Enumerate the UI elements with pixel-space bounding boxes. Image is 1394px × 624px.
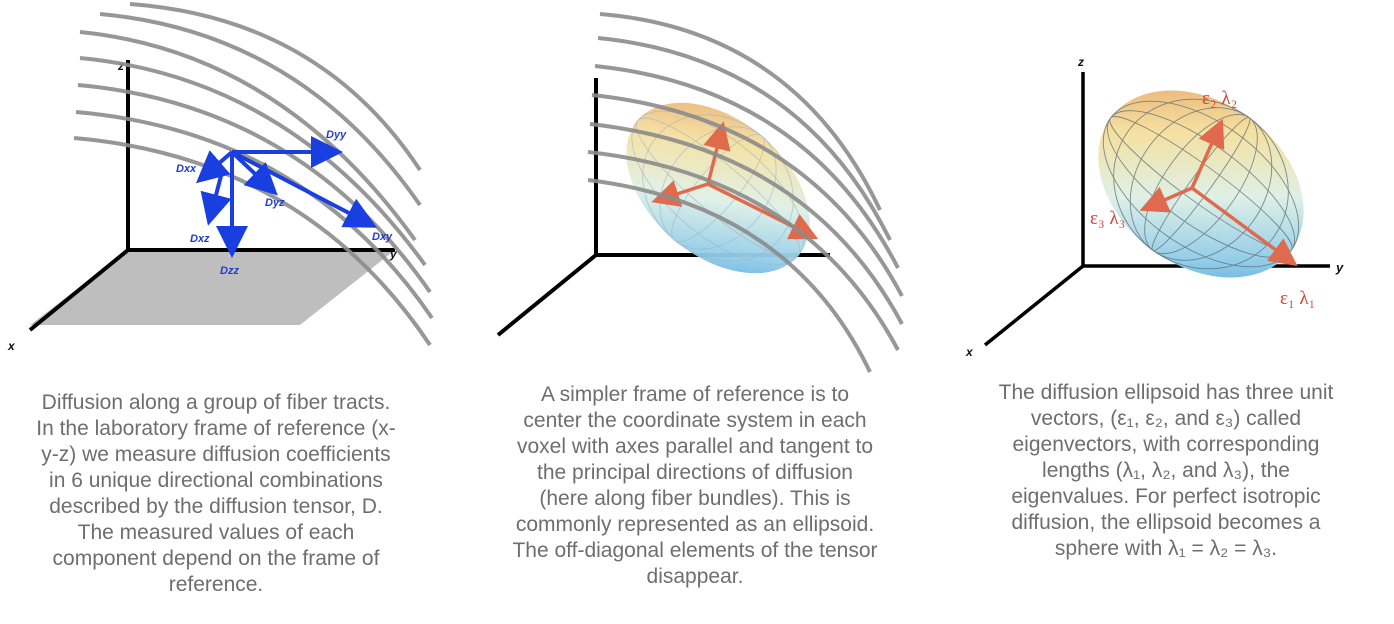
dxy-label: Dxy <box>372 231 393 243</box>
caption-line: component depend on the frame of <box>52 547 380 570</box>
eigen-ellipsoid-diagram: z y x ε₂ λ₂ ε₃ λ₃ ε₁ λ₁ <box>965 55 1344 359</box>
dxz-label: Dxz <box>190 233 210 245</box>
caption-line: center the coordinate system in each <box>523 409 867 432</box>
caption-line: A simpler frame of reference is to <box>540 383 850 406</box>
eigenvector-3-label: ε₃ λ₃ <box>1090 208 1125 229</box>
x-axis-label: x <box>965 345 974 359</box>
caption-line: sphere with λ₁ = λ₂ = λ₃. <box>1054 537 1278 560</box>
lab-frame-diagram: z y x <box>7 2 434 353</box>
eigenvector-2-arrow <box>1190 118 1225 189</box>
dxz-arrow <box>200 171 232 226</box>
caption-line: in 6 unique directional combinations <box>49 469 383 492</box>
eigen-caption: The diffusion ellipsoid has three unit v… <box>950 380 1382 562</box>
eigenvector-1-label: ε₁ λ₁ <box>1280 288 1315 309</box>
caption-line: voxel with axes parallel and tangent to <box>516 435 874 458</box>
panel-lab-frame: z y x <box>0 0 440 624</box>
caption-line: The diffusion ellipsoid has three unit <box>998 381 1334 404</box>
y-axis-label: y <box>389 247 398 261</box>
panel-eigen-ellipsoid: z y x ε₂ λ₂ ε₃ λ₃ ε₁ λ₁ The diff <box>950 0 1394 624</box>
caption-line: The measured values of each <box>77 521 355 544</box>
fiber-bundle <box>587 12 904 373</box>
dzz-label: Dzz <box>220 265 239 277</box>
panel-fiber-frame: A simpler frame of reference is to cente… <box>460 0 920 624</box>
dxx-arrow <box>195 150 234 184</box>
caption-line: lengths (λ₁, λ₂, and λ₃), the <box>1042 459 1290 482</box>
caption-line: the principal directions of diffusion <box>537 461 853 484</box>
dyz-label: Dyz <box>265 197 285 209</box>
caption-line: eigenvectors, with corresponding <box>1012 433 1320 456</box>
dyy-label: Dyy <box>326 129 347 141</box>
eigenvector-2-label: ε₂ λ₂ <box>1202 88 1237 109</box>
diffusion-ellipsoid <box>1098 90 1304 278</box>
eigenvector-arrows <box>1139 118 1298 267</box>
y-axis-label: y <box>1335 260 1344 275</box>
x-axis <box>28 248 130 332</box>
caption-line: disappear. <box>646 565 744 588</box>
fiber-bundle <box>73 2 434 347</box>
z-axis-label: z <box>1077 55 1084 69</box>
lab-frame-caption: Diffusion along a group of fiber tracts.… <box>0 390 432 598</box>
caption-line: In the laboratory frame of reference (x- <box>36 417 396 440</box>
eigenvector-3-arrow <box>1139 186 1193 213</box>
caption-line: Diffusion along a group of fiber tracts. <box>41 391 391 414</box>
caption-line: vectors, (ε₁, ε₂, and ε₃) called <box>1030 407 1302 430</box>
caption-line: described by the diffusion tensor, D. <box>49 495 383 518</box>
dxx-label: Dxx <box>176 163 197 175</box>
caption-line: y-z) we measure diffusion coefficients <box>41 443 391 466</box>
caption-line: commonly represented as an ellipsoid. <box>515 513 875 536</box>
fiber-frame-caption: A simpler frame of reference is to cente… <box>460 382 930 590</box>
caption-line: The off-diagonal elements of the tensor <box>512 539 878 562</box>
tensor-arrows <box>195 136 378 258</box>
caption-line: (here along fiber bundles). This is <box>539 487 851 510</box>
dyz-arrow <box>230 150 278 196</box>
x-axis <box>496 253 598 337</box>
caption-line: diffusion, the ellipsoid becomes a <box>1011 511 1321 534</box>
xy-plane-shadow <box>30 250 395 325</box>
z-axis-label: z <box>117 59 124 73</box>
x-axis-label: x <box>7 339 16 353</box>
fiber-frame-diagram <box>496 12 904 373</box>
eigenvector-1-arrow <box>1190 186 1298 267</box>
caption-line: reference. <box>168 573 264 596</box>
caption-line: eigenvalues. For perfect isotropic <box>1011 485 1321 508</box>
x-axis <box>983 264 1085 347</box>
